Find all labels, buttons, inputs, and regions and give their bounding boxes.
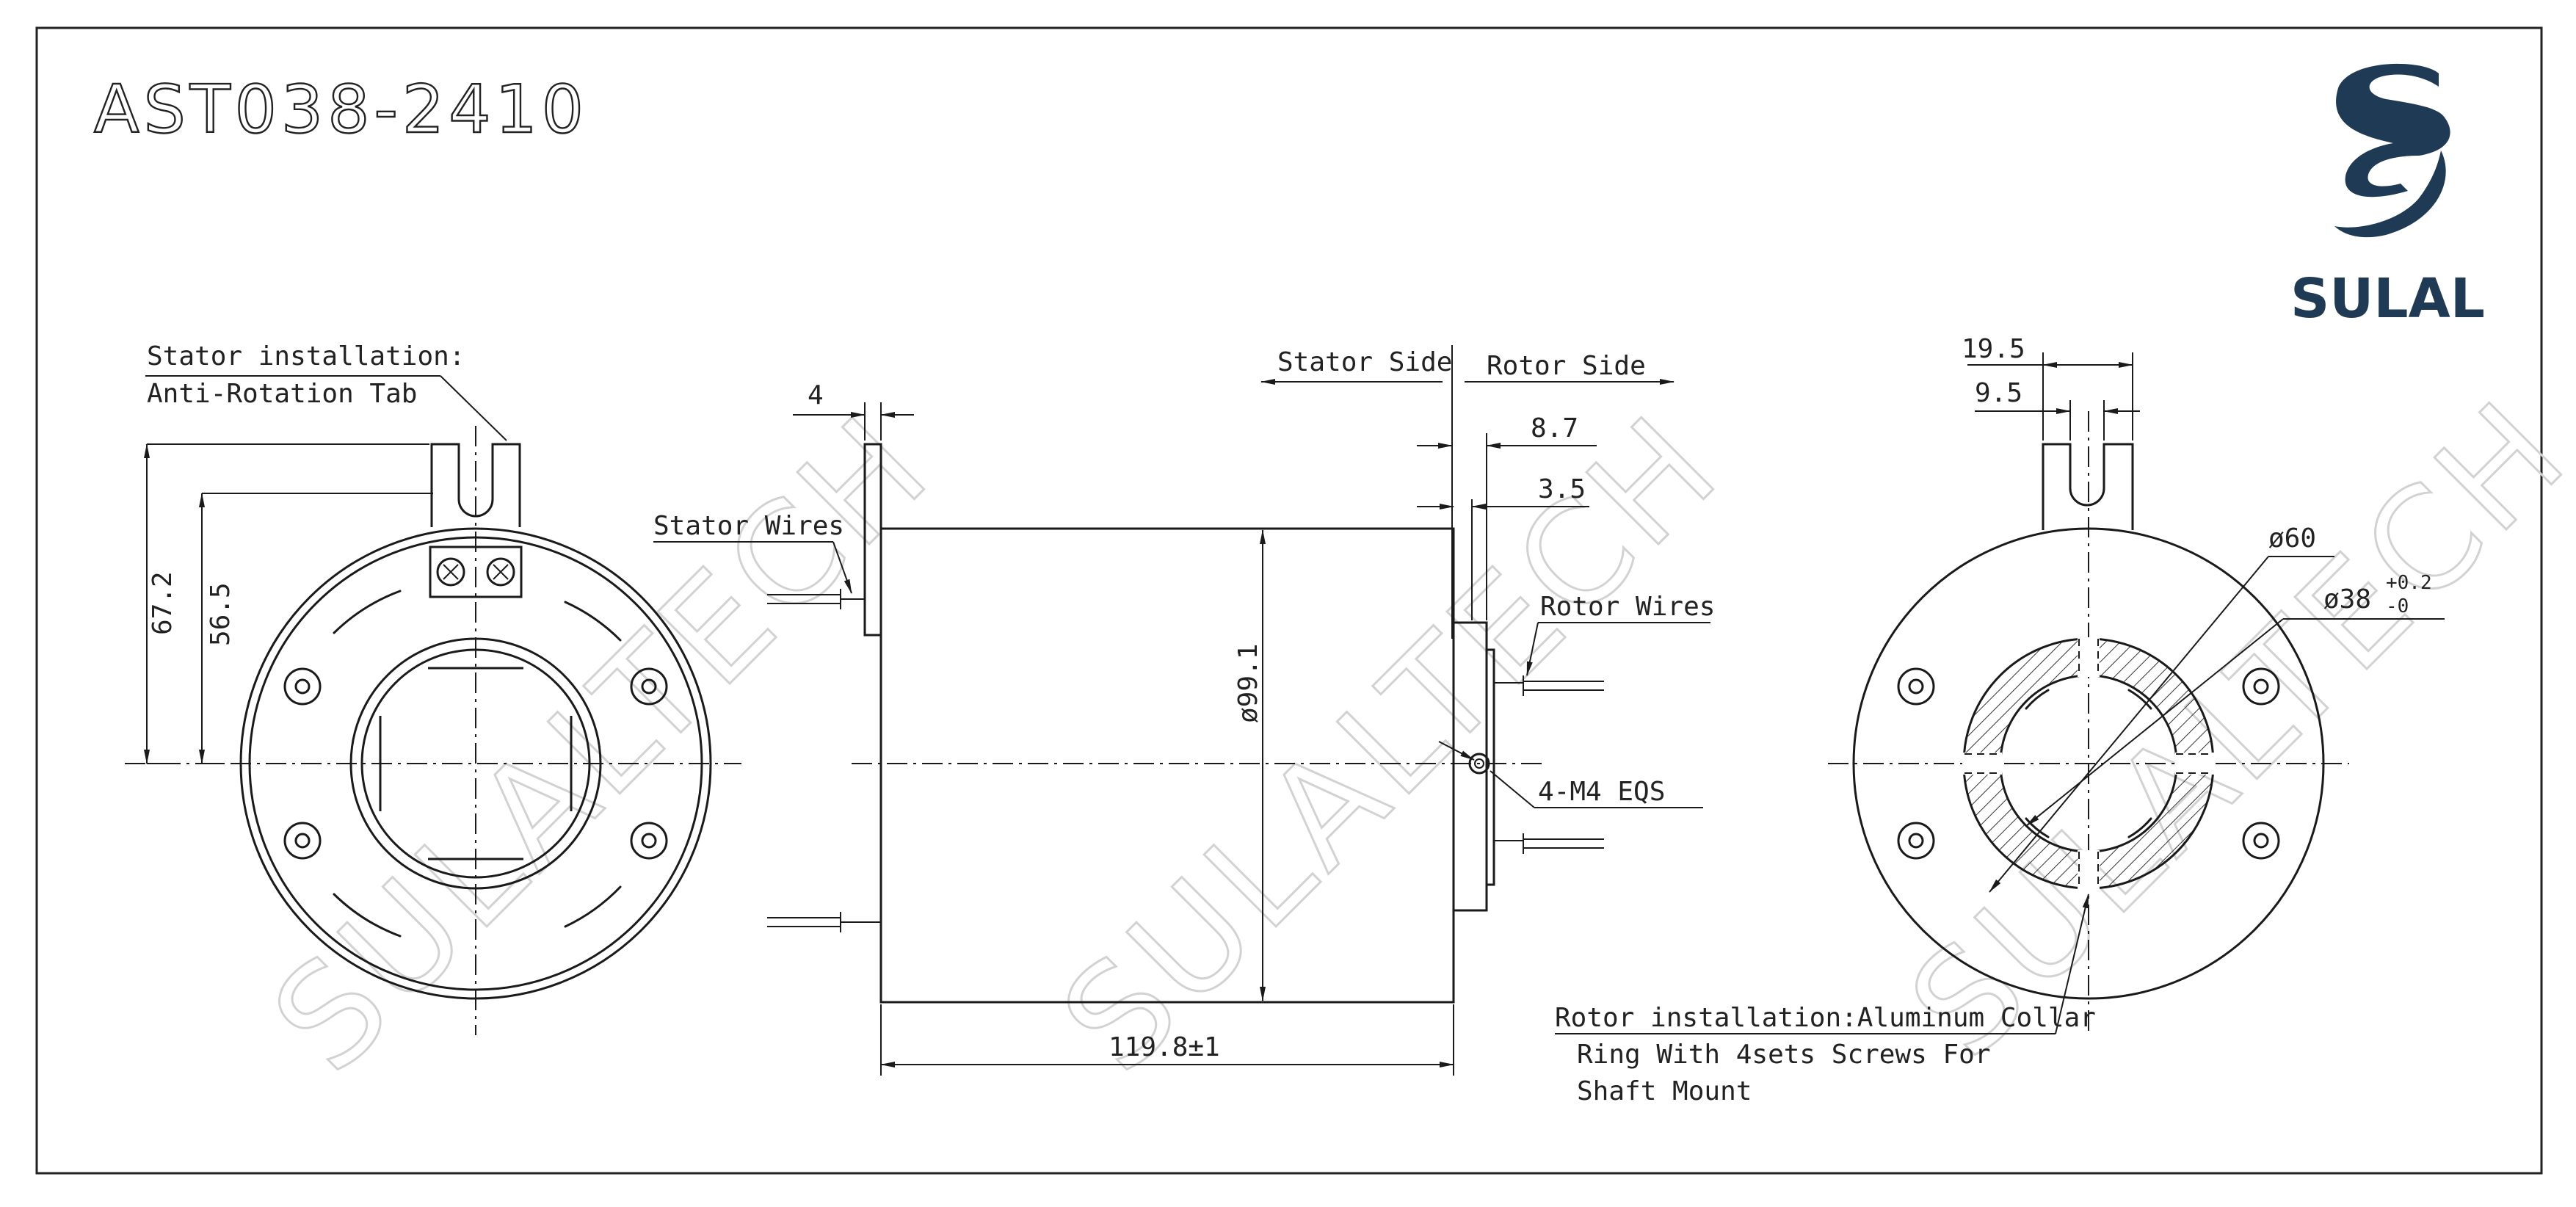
rotor-end-view: 19.5 9.5 ø60 ø38 +0.2 -0 Rotor installat… [1555, 334, 2445, 1106]
stator-end-view: 67.2 56.5 Stator installation: Anti-Rota… [125, 341, 741, 1035]
label-rotor-install-1: Rotor installation:Aluminum Collar [1555, 1003, 2096, 1033]
label-rotor-wires: Rotor Wires [1540, 592, 1715, 622]
dim-bore-tol-upper: +0.2 [2386, 572, 2432, 594]
dim-flange-thickness: 4 [808, 380, 824, 410]
label-rotor-side: Rotor Side [1487, 351, 1646, 381]
label-stator-side: Stator Side [1277, 347, 1452, 377]
brand-name: SULAL [2290, 267, 2485, 330]
drawing-title: AST038-2410 [94, 71, 588, 148]
label-stator-tab-1: Stator installation: [147, 341, 465, 371]
dim-tab-height-inner: 56.5 [206, 582, 236, 646]
drawing-frame [35, 26, 2543, 1175]
dim-bore-diameter: ø38 [2323, 584, 2371, 615]
dim-body-length: 119.8±1 [1109, 1032, 1220, 1062]
dim-body-diameter: ø99.1 [1233, 644, 1263, 723]
label-stator-wires: Stator Wires [653, 511, 844, 541]
side-view: Stator Wires Rotor Wires 4-M4 EQS 4 ø99.… [653, 345, 1715, 1076]
dim-slot-width: 9.5 [1975, 378, 2022, 408]
dim-rotor-offset-a: 8.7 [1531, 413, 1578, 443]
dim-collar-diameter: ø60 [2268, 523, 2316, 554]
dim-rotor-offset-b: 3.5 [1538, 474, 1586, 504]
dim-bore-tol-lower: -0 [2386, 595, 2409, 617]
dim-tab-height-outer: 67.2 [148, 571, 178, 635]
watermark-left: SULALTECH [243, 384, 962, 1103]
dim-tab-width: 19.5 [1962, 334, 2025, 364]
label-stator-tab-2: Anti-Rotation Tab [147, 379, 417, 409]
brand-logo: SULAL [2290, 63, 2485, 330]
s-swoosh-accent-icon [2334, 151, 2446, 238]
label-rotor-install-3: Shaft Mount [1577, 1076, 1752, 1106]
watermark-center: SULALTECH [1032, 384, 1751, 1103]
label-rotor-install-2: Ring With 4sets Screws For [1577, 1040, 1991, 1070]
label-mount-screws: 4-M4 EQS [1538, 777, 1665, 807]
s-swoosh-logo-icon [2336, 63, 2450, 197]
